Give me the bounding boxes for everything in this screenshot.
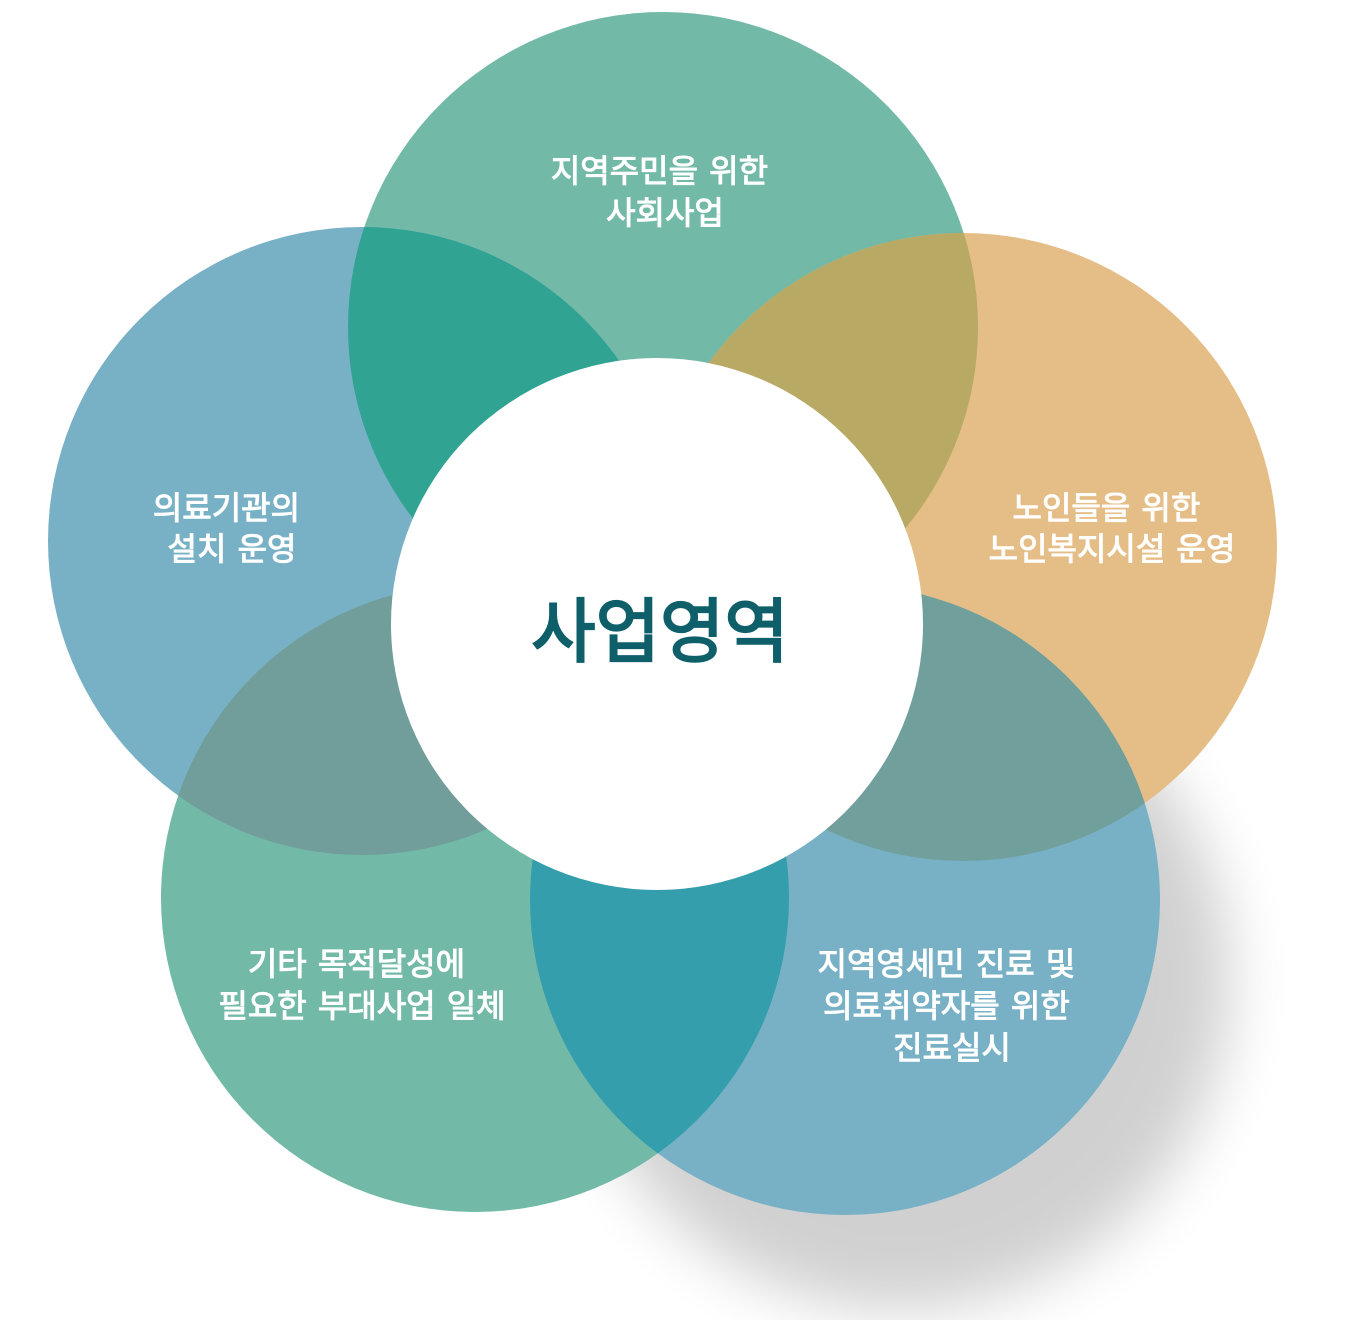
label-medical-care: 지역영세민 진료 및 의료취약자를 위한 진료실시 <box>818 945 1087 1067</box>
label-ancillary-business: 기타 목적달성에 필요한 부대사업 일체 <box>218 945 505 1025</box>
label-elderly-welfare: 노인들을 위한 노인복지시설 운영 <box>989 489 1236 568</box>
label-medical-institution: 의료기관의 설치 운영 <box>153 489 311 568</box>
center-title: 사업영역 <box>531 591 789 673</box>
center-circle <box>391 358 923 890</box>
label-social-work: 지역주민을 위한 사회사업 <box>551 152 779 232</box>
